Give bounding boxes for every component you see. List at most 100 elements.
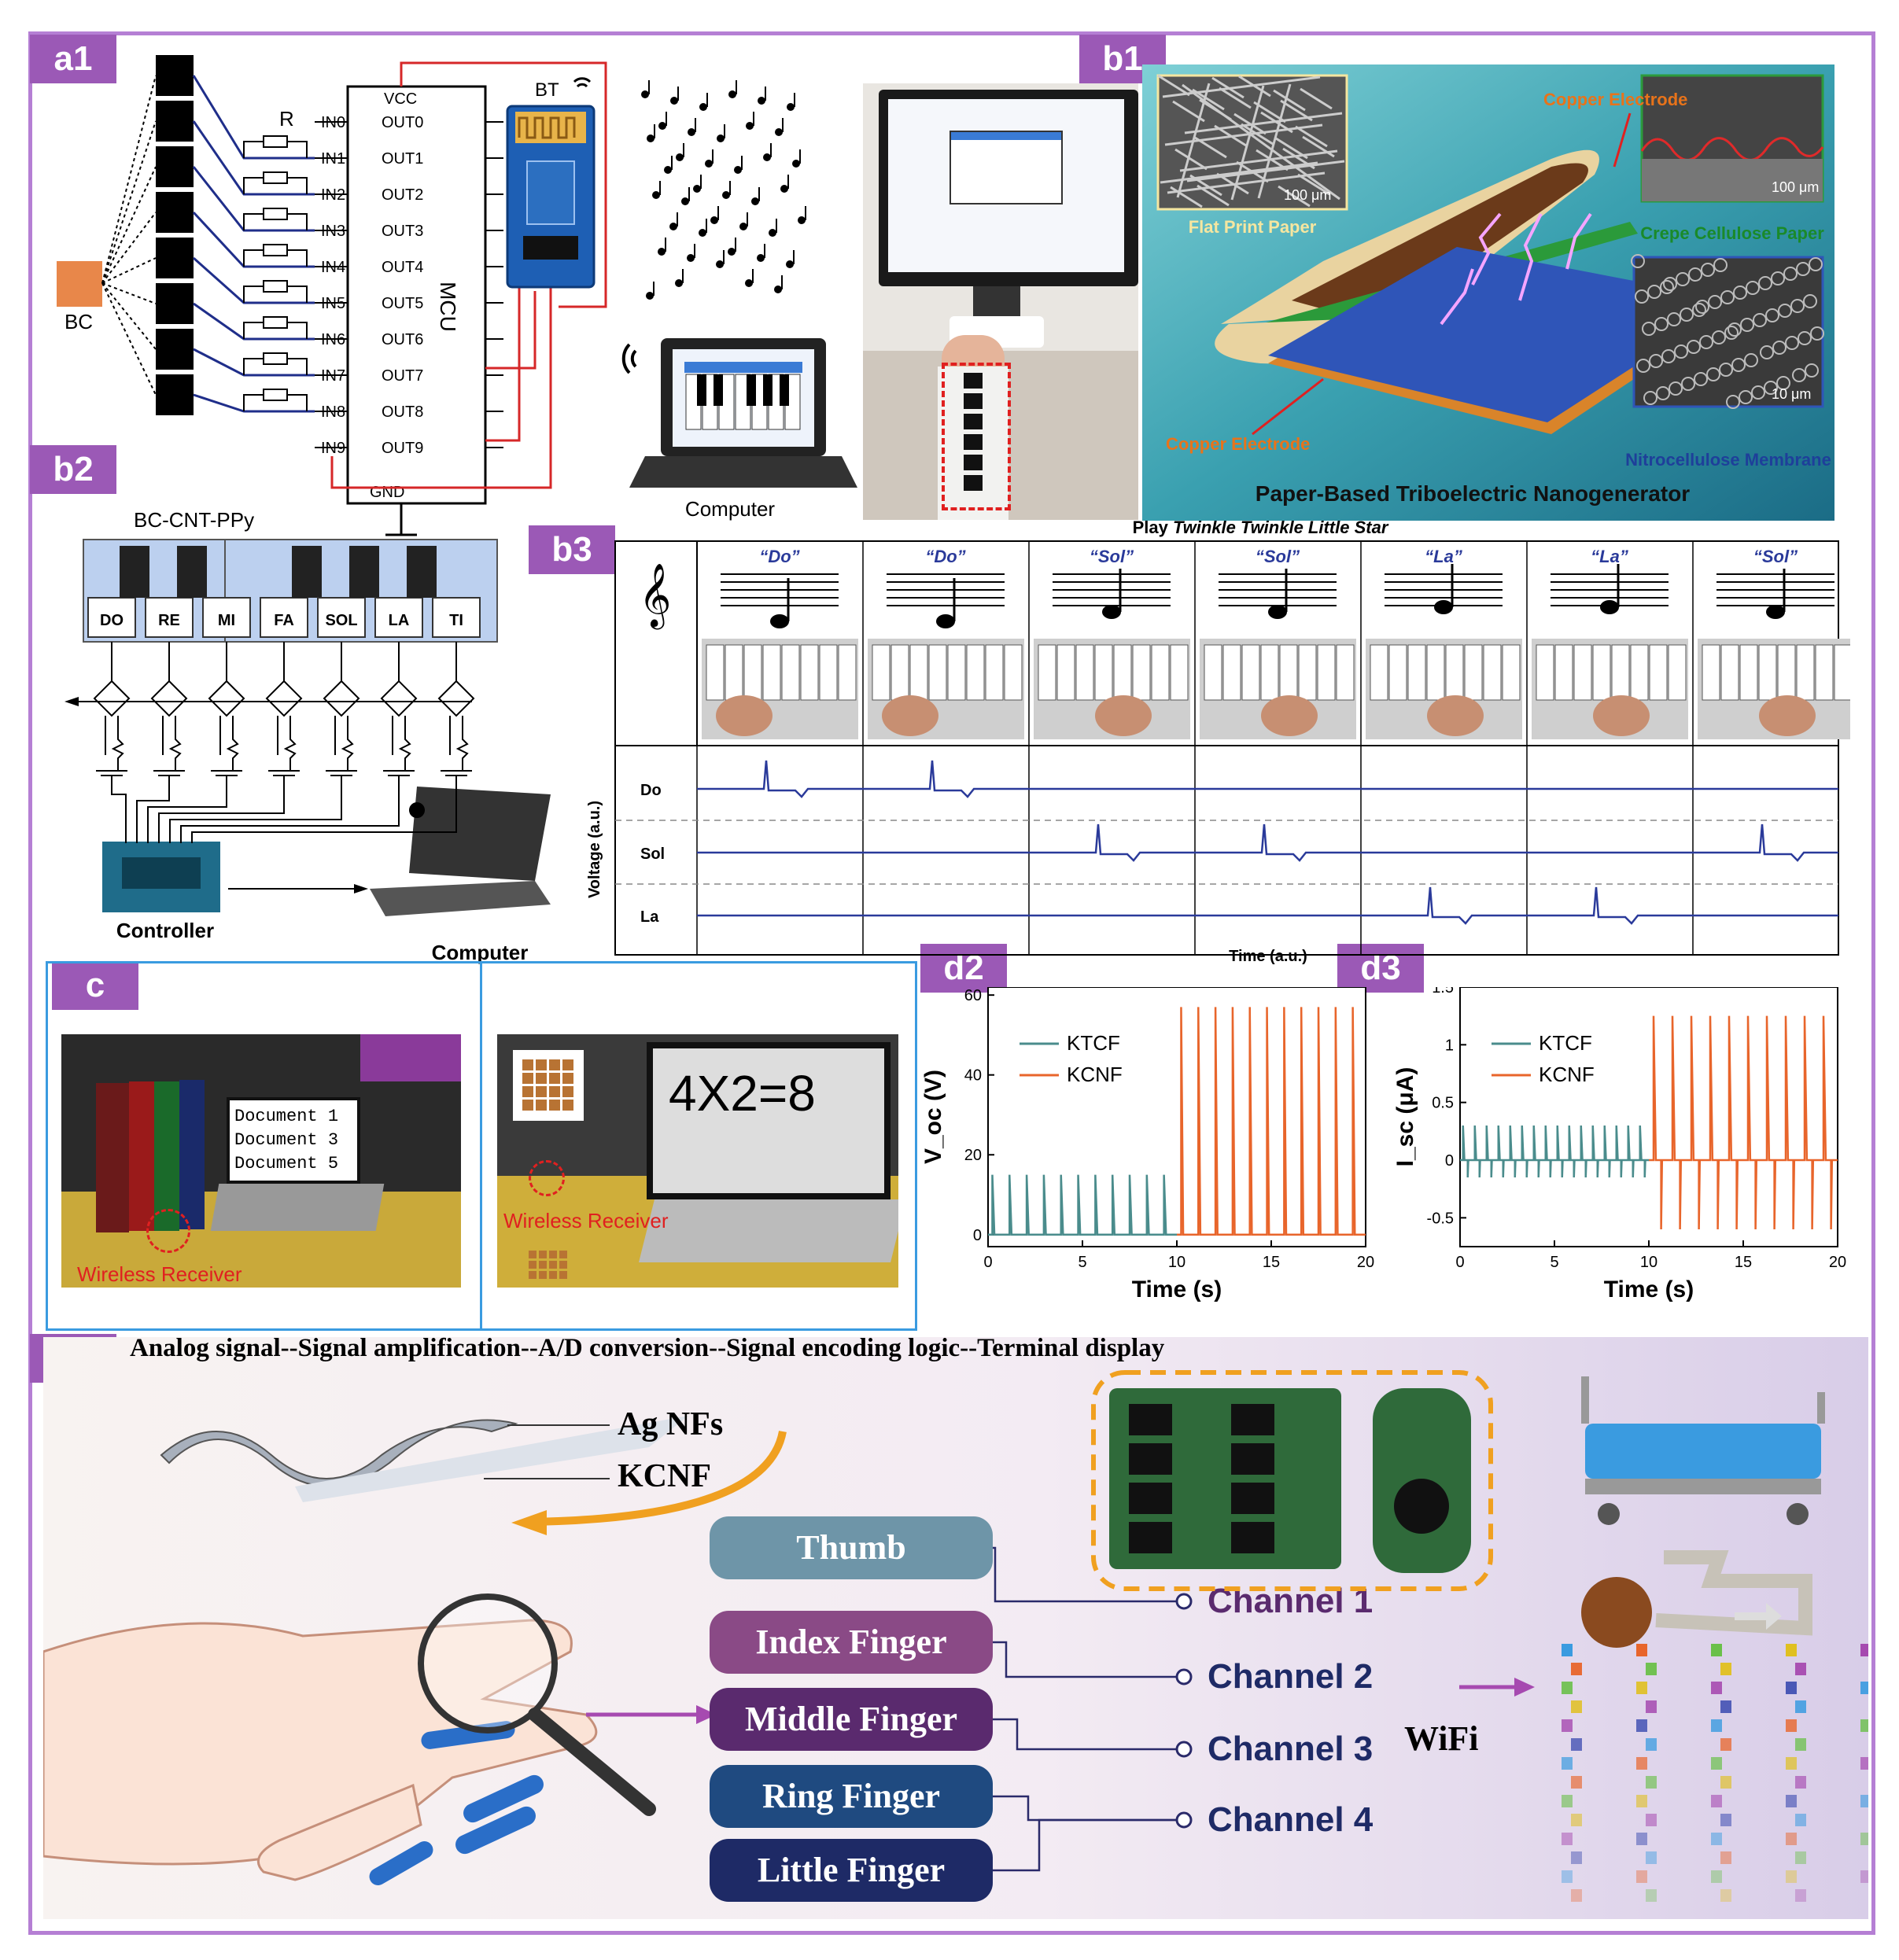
resistor — [263, 171, 288, 184]
scale-bar-1: 100 μm — [1284, 187, 1331, 203]
finger-wire — [993, 1795, 1176, 1822]
y-tick-label: 40 — [964, 1067, 982, 1085]
piano-white-key — [374, 597, 423, 638]
label-d3: d3 — [1337, 944, 1424, 993]
y-tick-label: 0 — [1445, 1152, 1454, 1170]
ag-nfs-label: Ag NFs — [618, 1406, 723, 1442]
doc-3-text: Document 3 — [234, 1130, 339, 1150]
wifi-label: WiFi — [1404, 1719, 1479, 1758]
sensor-pad-photo — [964, 434, 983, 450]
note-label: “La” — [1425, 547, 1462, 566]
resistor — [263, 389, 288, 401]
voltage-trace — [697, 760, 1838, 798]
resistor-network — [192, 75, 315, 413]
finger-wire — [993, 1546, 1176, 1603]
sensor-pad-photo — [964, 414, 983, 429]
note-label: “Sol” — [1256, 547, 1300, 566]
x-tick-label: 10 — [1168, 1254, 1185, 1271]
b3-title: Play Twinkle Twinkle Little Star — [1133, 519, 1389, 537]
laptop-piano-keys — [685, 374, 801, 430]
c-photo-documents: Document 1 Document 3 Document 5 Wireles… — [61, 1034, 461, 1288]
wireless-receiver-label-2: Wireless Receiver — [503, 1209, 669, 1232]
y-tick-label: 60 — [964, 987, 982, 1004]
piano-white-key — [87, 597, 136, 638]
pcb-chips — [1129, 1404, 1274, 1553]
sem-flat-texture — [1157, 74, 1345, 208]
sensor-pad-photo — [964, 393, 983, 409]
piano-white-key — [260, 597, 308, 638]
ground-symbol — [385, 503, 417, 549]
treble-clef-icon: 𝄞 — [639, 564, 671, 629]
voltage-trace — [697, 823, 1838, 862]
orange-arrow — [530, 1430, 787, 1526]
piano-white-key — [432, 597, 481, 638]
finger-wire — [993, 1818, 1176, 1872]
legend-label: KCNF — [1539, 1063, 1595, 1086]
sensor-pad — [156, 238, 194, 278]
key-label: LA — [389, 612, 410, 629]
sensor-pad-photo — [964, 475, 983, 491]
note-label: “Do” — [759, 547, 799, 566]
letter-rain-icon — [1562, 1644, 1868, 1902]
rectifier-bridge — [93, 680, 131, 717]
scale-bar-3: 10 μm — [1772, 386, 1811, 402]
channel-label: Channel 2 — [1208, 1657, 1373, 1696]
mcu-label: MCU — [436, 282, 460, 332]
legend-label: KTCF — [1539, 1031, 1592, 1055]
y-tick-label: 0 — [973, 1227, 982, 1244]
sensor-pad — [156, 192, 194, 233]
note-head — [1600, 600, 1619, 614]
x-axis-label: Time (s) — [1604, 1277, 1694, 1302]
doc-1-text: Document 1 — [234, 1107, 339, 1126]
middle-sensor — [463, 1774, 544, 1823]
b3-x-axis-label: Time (a.u.) — [1229, 948, 1307, 965]
b2-laptop-base — [370, 881, 551, 916]
computer-label: Computer — [685, 497, 775, 521]
b3-twinkle-chart: Play Twinkle Twinkle Little Star 𝄞 “Do” “… — [586, 519, 1850, 965]
finger-wire — [993, 1718, 1176, 1751]
b1-photo-monitor — [863, 83, 1138, 520]
row-label: Sol — [640, 846, 665, 863]
mcu-chip — [346, 85, 487, 505]
sensor-strip — [959, 373, 987, 499]
mcu-output-pin: OUT8 — [382, 403, 423, 421]
finger-wire — [993, 1641, 1176, 1678]
little-sensor — [369, 1841, 433, 1885]
controller-wires — [111, 776, 457, 843]
x-tick-label: 20 — [1829, 1254, 1846, 1271]
c-screen-documents: Document 1 Document 3 Document 5 — [227, 1097, 360, 1184]
rectifier-bridge — [380, 680, 418, 717]
piano-black-key — [349, 546, 379, 598]
figure-frame — [28, 31, 1875, 1935]
series-ktcf — [1460, 1125, 1649, 1178]
note-head — [1434, 600, 1453, 614]
gnd-red-wire — [330, 283, 552, 489]
resistor — [263, 244, 288, 256]
x-tick-label: 5 — [1078, 1254, 1086, 1271]
small-sensor-matrix — [529, 1251, 568, 1282]
sensor-pad — [156, 283, 194, 324]
x-tick-label: 5 — [1550, 1254, 1558, 1271]
vcc-wire — [400, 61, 607, 308]
hand-illustration — [43, 1619, 598, 1866]
receiver-circle-2 — [529, 1160, 565, 1196]
note-label: “La” — [1591, 547, 1628, 566]
x-tick-label: 20 — [1357, 1254, 1374, 1271]
key-label: RE — [158, 612, 180, 629]
pcb-highlight-box — [1091, 1370, 1493, 1591]
ag-nfs-strip — [295, 1416, 688, 1502]
rectifier-bridge — [208, 680, 245, 717]
music-notes-icon — [641, 80, 806, 300]
channel-node — [1175, 1668, 1193, 1686]
row-label: Do — [640, 782, 662, 799]
mcu-output-pin: OUT4 — [382, 259, 423, 276]
mcu-output-pin: OUT6 — [382, 331, 423, 348]
piano-white-key — [317, 597, 366, 638]
bc-square — [57, 261, 102, 307]
bt-label: BT — [535, 79, 559, 101]
note-columns: “Do”“Do”“Sol”“Sol”“La”“La”“Sol” — [696, 541, 1850, 955]
